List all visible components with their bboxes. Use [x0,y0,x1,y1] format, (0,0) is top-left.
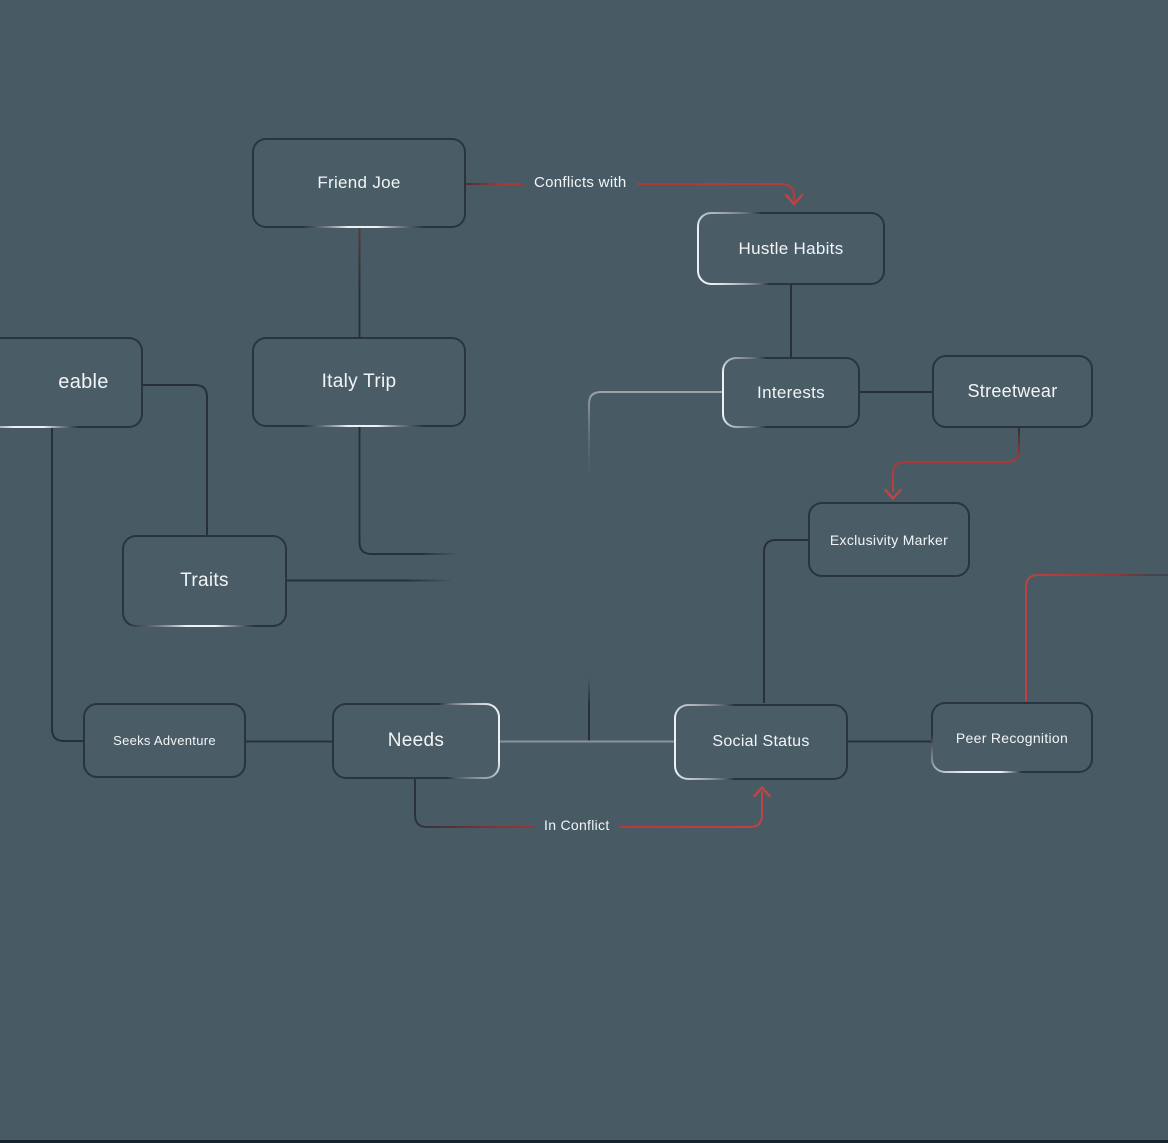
node-streetwear[interactable]: Streetwear [932,355,1093,428]
edge-friend-joe-hustle-habits[interactable] [466,183,795,201]
node-label: Hustle Habits [738,238,844,258]
edge-interests-needs-faded[interactable] [588,391,722,741]
node-exclusivity-marker[interactable]: Exclusivity Marker [808,502,970,577]
node-seeks-adventure[interactable]: Seeks Adventure [83,703,246,778]
arrowhead-hustle-habits [784,193,804,206]
node-label: Traits [180,570,229,591]
node-traits[interactable]: Traits [122,535,287,627]
node-social-status[interactable]: Social Status [674,704,848,780]
node-friend-joe[interactable]: Friend Joe [252,138,466,228]
arrowhead-exclusivity-marker [884,488,902,500]
edge-label-in-conflict[interactable]: In Conflict [534,814,620,836]
node-label: Seeks Adventure [113,733,216,748]
node-label: Italy Trip [321,371,397,392]
edge-likeable-seeks-adventure[interactable] [51,428,83,742]
edge-label-conflicts-with[interactable]: Conflicts with [524,171,637,194]
node-label: Interests [757,382,825,402]
edge-likeable-traits[interactable] [143,384,208,535]
node-label: Streetwear [967,381,1058,401]
edge-offscreen-peer-recognition[interactable] [1025,574,1168,701]
node-label: Exclusivity Marker [829,531,949,548]
node-label: Friend Joe [317,173,401,192]
arrowhead-social-status [753,786,771,798]
node-needs[interactable]: Needs [332,703,500,779]
node-label: eable [58,371,109,393]
node-likeable-partial[interactable]: eable [0,337,143,428]
node-interests[interactable]: Interests [722,357,860,428]
edge-italy-trip-fading[interactable] [358,427,457,555]
node-peer-recognition[interactable]: Peer Recognition [931,702,1093,773]
node-label: Needs [387,730,445,751]
node-label: Social Status [712,733,810,750]
edge-streetwear-exclusivity-marker[interactable] [892,428,1020,492]
bottom-edge-strip [0,1140,1168,1143]
node-italy-trip[interactable]: Italy Trip [252,337,466,427]
node-hustle-habits[interactable]: Hustle Habits [697,212,885,285]
edge-exclusivity-marker-social-status[interactable] [763,539,808,703]
node-label: Peer Recognition [955,729,1069,746]
